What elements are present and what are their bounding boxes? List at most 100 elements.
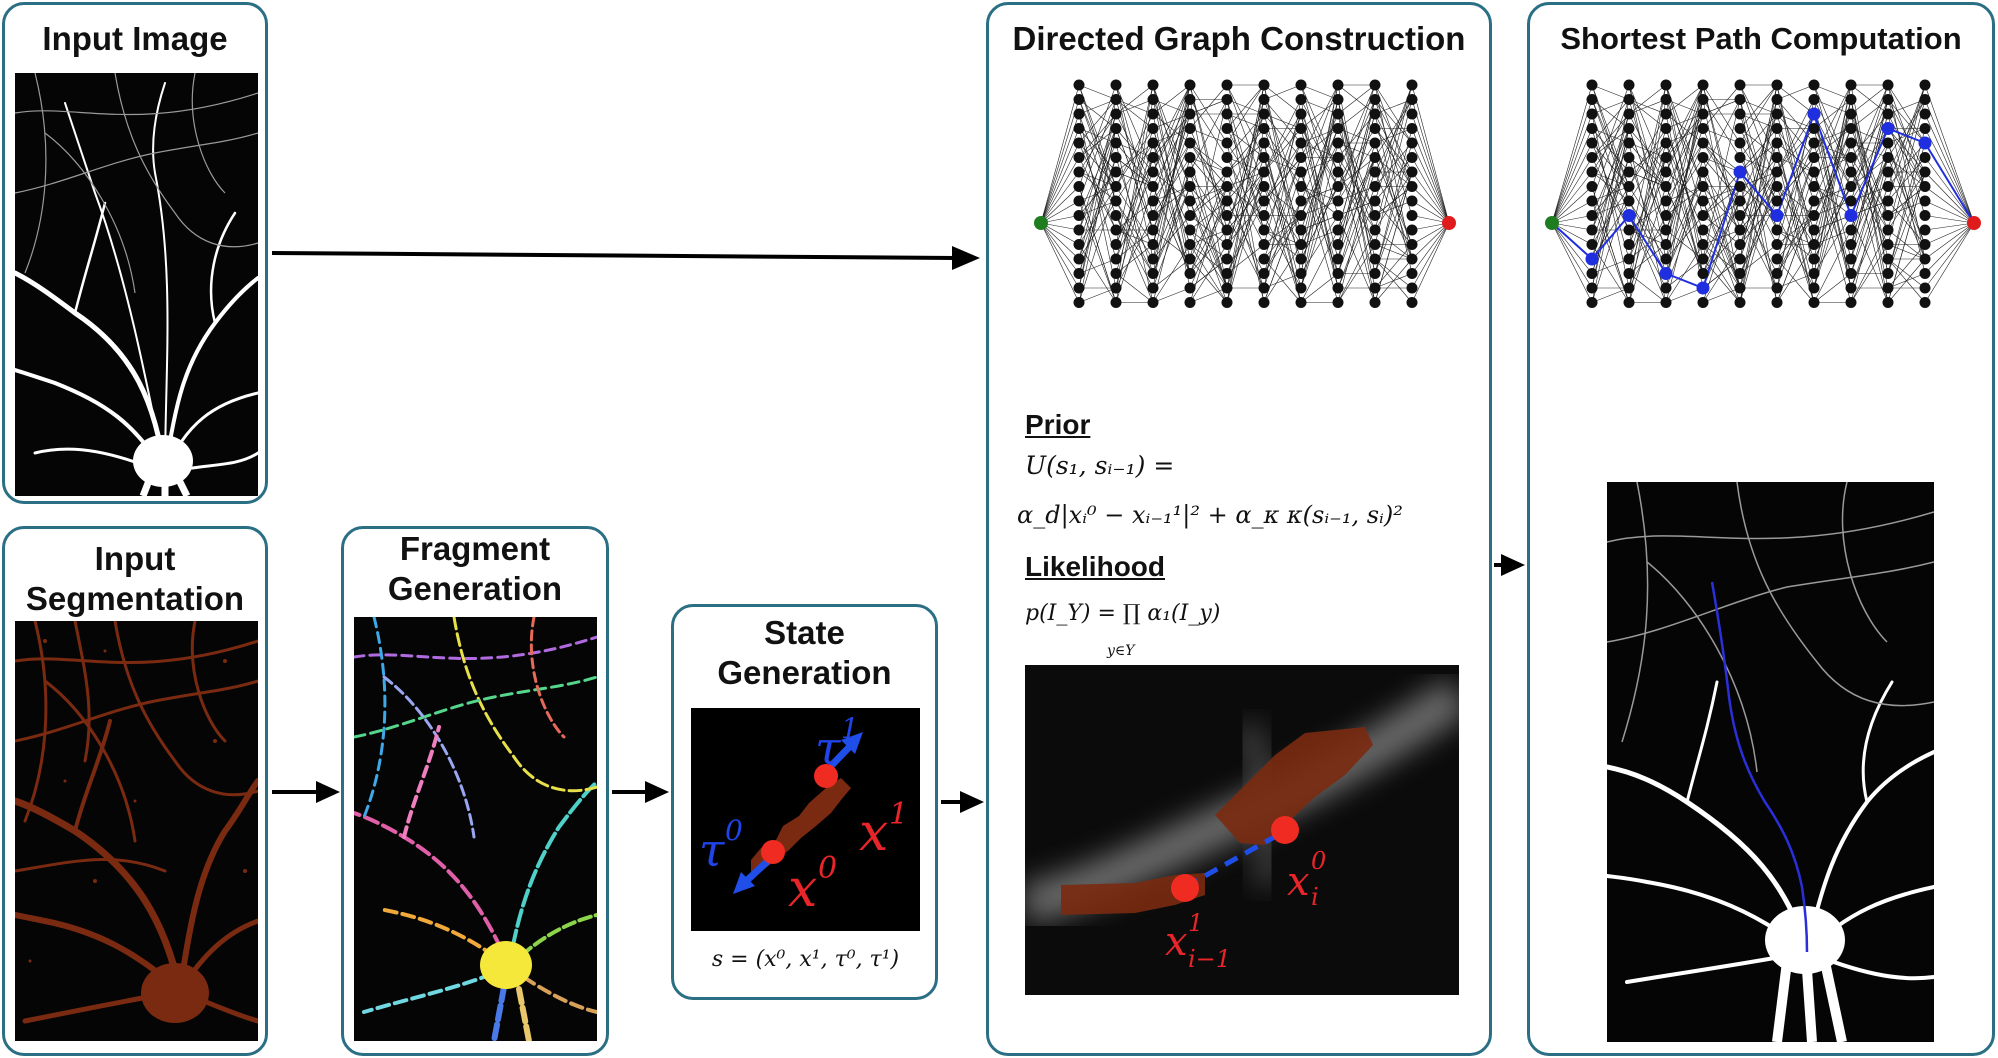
graph-node xyxy=(1697,210,1709,221)
graph-node xyxy=(1406,181,1418,192)
state-formula: s = (x⁰, x¹, τ⁰, τ¹) xyxy=(711,947,900,972)
graph-node xyxy=(1406,79,1418,91)
graph-node xyxy=(1882,239,1894,250)
graph-node xyxy=(1845,297,1857,308)
graph-node xyxy=(1406,94,1418,105)
graph-node xyxy=(1406,195,1418,207)
graph-node xyxy=(1221,297,1233,308)
graph-node xyxy=(1808,94,1820,105)
graph-node xyxy=(1623,181,1635,192)
graph-node xyxy=(1919,210,1931,221)
graph-node xyxy=(1586,282,1598,294)
graph-node xyxy=(1369,195,1381,207)
state-generation-title-line1: State xyxy=(764,614,845,651)
graph-node xyxy=(1110,195,1122,207)
graph-node xyxy=(1771,94,1783,105)
graph-node xyxy=(1110,123,1122,134)
graph-node xyxy=(1845,282,1857,294)
graph-node xyxy=(1110,152,1122,163)
graph-node xyxy=(1771,224,1783,236)
neuron-image xyxy=(15,73,258,496)
graph-node xyxy=(1808,123,1820,134)
graph-node xyxy=(1147,79,1159,91)
fragment-image xyxy=(354,617,597,1041)
graph-node xyxy=(1406,282,1418,294)
graph-node xyxy=(1221,282,1233,294)
arrow-state-to-graph-head xyxy=(960,791,984,813)
graph-node xyxy=(1221,210,1233,221)
state-generation-panel: State Generation x 0 x 1 τ 0 τ 1 s = (x⁰… xyxy=(671,604,938,1000)
graph-node xyxy=(1073,94,1085,105)
graph-node xyxy=(1332,79,1344,91)
path-node xyxy=(1844,209,1858,222)
input-image-photo xyxy=(15,73,258,496)
graph-node xyxy=(1295,297,1307,308)
graph-node xyxy=(1295,79,1307,91)
graph-node xyxy=(1882,195,1894,207)
graph-node xyxy=(1697,195,1709,207)
graph-node xyxy=(1184,224,1196,236)
graph-node xyxy=(1369,297,1381,308)
graph-edges xyxy=(1040,84,1450,303)
graph-node xyxy=(1882,210,1894,221)
graph-node xyxy=(1734,253,1746,265)
graph-node xyxy=(1369,166,1381,178)
graph-node xyxy=(1919,94,1931,105)
graph-node xyxy=(1147,123,1159,134)
traced-path xyxy=(1710,581,1809,953)
graph-node xyxy=(1147,224,1159,236)
graph-node xyxy=(1147,181,1159,192)
graph-node xyxy=(1771,195,1783,207)
path-node xyxy=(1733,165,1747,179)
graph-node xyxy=(1258,166,1270,178)
graph-node xyxy=(1406,123,1418,134)
tau0-label: τ xyxy=(699,823,726,877)
prior-label: Prior xyxy=(1025,409,1091,440)
graph-node xyxy=(1697,253,1709,265)
graph-node xyxy=(1771,181,1783,192)
graph-node xyxy=(1660,253,1672,265)
graph-node xyxy=(1184,181,1196,192)
graph-node xyxy=(1406,166,1418,178)
graph-node xyxy=(1332,108,1344,120)
graph-node xyxy=(1808,210,1820,221)
likelihood-image: x 0 i x 1 i−1 xyxy=(1025,665,1459,995)
graph-node xyxy=(1406,108,1418,120)
graph-node xyxy=(1295,166,1307,178)
graph-node xyxy=(1808,224,1820,236)
graph-node xyxy=(1147,195,1159,207)
x1-label: x xyxy=(859,803,888,863)
graph-node xyxy=(1697,79,1709,91)
graph-node xyxy=(1808,166,1820,178)
graph-node xyxy=(1258,282,1270,294)
graph-node xyxy=(1221,268,1233,279)
graph-node xyxy=(1369,268,1381,279)
graph-node xyxy=(1073,166,1085,178)
graph-node xyxy=(1184,108,1196,120)
graph-node xyxy=(1110,268,1122,279)
graph-node xyxy=(1258,94,1270,105)
graph-node xyxy=(1660,137,1672,149)
likelihood-illustration: x 0 i x 1 i−1 xyxy=(1025,678,1459,973)
graph-edges xyxy=(1551,84,1975,303)
source-node xyxy=(1034,216,1048,230)
input-segmentation-title-line2: Segmentation xyxy=(25,580,245,617)
graph-node xyxy=(1110,282,1122,294)
fragment-generation-title-line2: Generation xyxy=(387,570,563,607)
xi0-marker xyxy=(1271,816,1299,844)
graph-node xyxy=(1882,181,1894,192)
likelihood-formula: p(I_Y) = ∏ α₁(I_y) xyxy=(1025,601,1221,626)
graph-node xyxy=(1221,152,1233,163)
fragment-generation-title-line1: Fragment xyxy=(399,530,551,567)
graph-node xyxy=(1295,94,1307,105)
graph-node xyxy=(1184,253,1196,265)
graph-node xyxy=(1586,210,1598,221)
graph-node xyxy=(1147,239,1159,250)
graph-node xyxy=(1332,152,1344,163)
arrow-image-to-graph xyxy=(271,251,956,260)
input-segmentation-panel: Input Segmentation xyxy=(2,526,268,1056)
graph-node xyxy=(1882,224,1894,236)
graph-node xyxy=(1586,297,1598,308)
graph-node xyxy=(1184,123,1196,134)
xi0-label: x xyxy=(1287,859,1310,905)
